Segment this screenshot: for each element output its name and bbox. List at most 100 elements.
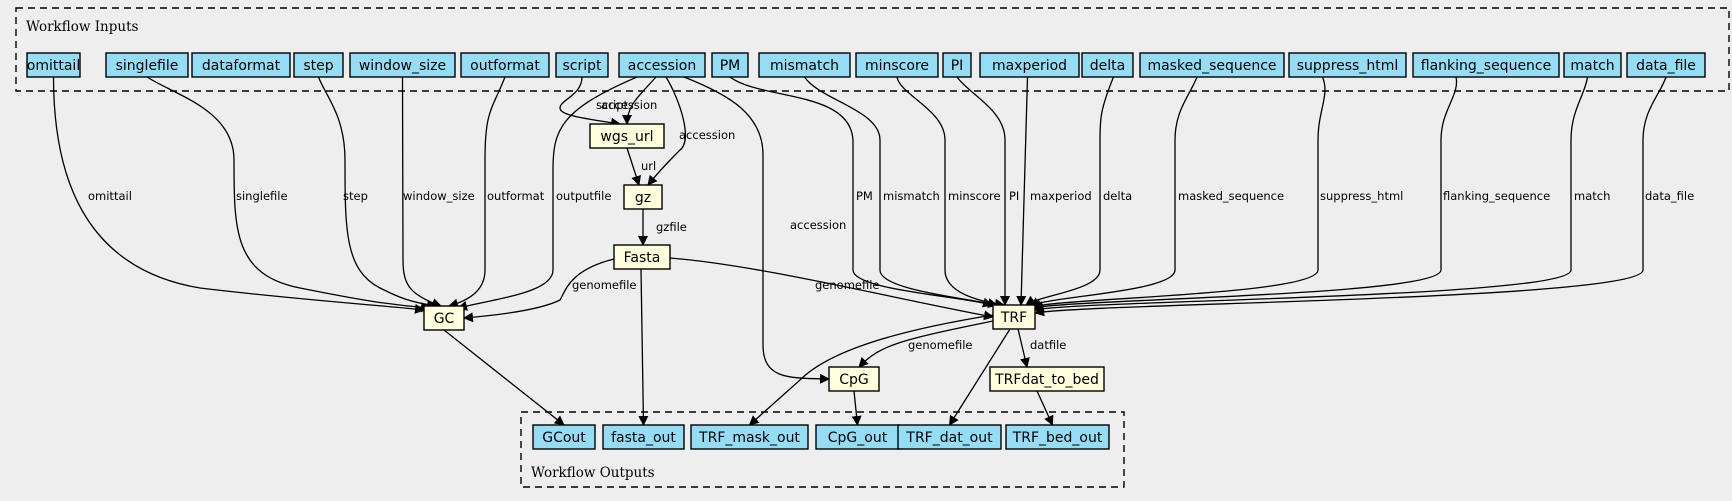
- script-label: script: [562, 58, 602, 74]
- delta-input-node[interactable]: delta: [1081, 52, 1134, 78]
- trfdat-to-bed-step-node[interactable]: TRFdat_to_bed: [989, 366, 1105, 392]
- omittail-input-node[interactable]: omittail: [26, 52, 81, 78]
- flanking-sequence-box: [1412, 52, 1560, 78]
- gz-step-node[interactable]: gz: [623, 184, 663, 210]
- workflow-inputs-group: Workflow Inputs: [15, 7, 1730, 92]
- edge-accession-cpg-label: accession: [790, 218, 846, 232]
- edge-genomefile-trf: [669, 257, 994, 321]
- edge-accession-cpg: [683, 76, 830, 384]
- edge-accession-wgs-line: [622, 76, 657, 125]
- trf-dat-out-output-node[interactable]: TRF_dat_out: [897, 424, 1002, 450]
- step-label: step: [303, 58, 333, 74]
- dataformat-input-node[interactable]: dataformat: [191, 52, 291, 78]
- pi-input-node[interactable]: PI: [942, 52, 972, 78]
- gz-box: [623, 184, 663, 210]
- accession-input-node[interactable]: accession: [618, 52, 706, 78]
- edge-flanking-sequence-line: [1033, 76, 1458, 311]
- cpg-out-label: CpG_out: [828, 430, 888, 446]
- match-input-node[interactable]: match: [1563, 52, 1622, 78]
- edge-maxperiod-label: maxperiod: [1030, 189, 1092, 203]
- edge-genomefile-gc: [463, 258, 615, 323]
- delta-box: [1081, 52, 1134, 78]
- cpg-step-node[interactable]: CpG: [828, 366, 880, 392]
- mismatch-input-node[interactable]: mismatch: [758, 52, 851, 78]
- edge-match-label: match: [1574, 189, 1610, 203]
- trfdat-to-bed-box: [989, 366, 1105, 392]
- step-input-node[interactable]: step: [293, 52, 344, 78]
- trf-mask-out-label: TRF_mask_out: [698, 430, 800, 446]
- edge-pm-line: [729, 76, 993, 308]
- edge-omittail: [52, 76, 425, 314]
- masked-sequence-input-node[interactable]: masked_sequence: [1139, 52, 1285, 78]
- accession-box: [618, 52, 706, 78]
- edge-match-line: [1034, 76, 1589, 313]
- edge-data-file-label: data_file: [1645, 189, 1694, 203]
- edge-outformat: [448, 76, 506, 309]
- edge-gc-to-gcout: [443, 329, 565, 426]
- edge-genomefile-cpg-label: genomefile: [908, 338, 973, 352]
- gc-label: GC: [434, 311, 455, 327]
- edge-genomefile-gc-line: [463, 258, 615, 323]
- maxperiod-input-node[interactable]: maxperiod: [979, 52, 1080, 78]
- script-input-node[interactable]: script: [555, 52, 609, 78]
- workflow-inputs-group-label: Workflow Inputs: [26, 19, 138, 35]
- trf-bed-out-box: [1005, 424, 1110, 450]
- fasta-step-node[interactable]: Fasta: [613, 244, 671, 270]
- masked-sequence-box: [1139, 52, 1285, 78]
- pi-box: [942, 52, 972, 78]
- edge-data-file: [1034, 76, 1667, 317]
- edge-datfile-line: [1017, 328, 1030, 368]
- edge-fasta-out-line: [638, 268, 649, 426]
- suppress-html-input-node[interactable]: suppress_html: [1288, 52, 1407, 78]
- pm-input-node[interactable]: PM: [711, 52, 749, 78]
- wgs-url-step-node[interactable]: wgs_url: [589, 123, 665, 149]
- singlefile-box: [105, 52, 189, 78]
- window-size-label: window_size: [359, 58, 446, 74]
- edge-datfile: [1017, 328, 1030, 368]
- outformat-input-node[interactable]: outformat: [460, 52, 550, 78]
- wgs-url-label: wgs_url: [600, 129, 653, 145]
- edge-minscore-label: minscore: [948, 189, 1001, 203]
- edge-accession-wgs-label: accession: [601, 98, 657, 112]
- maxperiod-box: [979, 52, 1080, 78]
- edge-minscore: [896, 76, 1005, 309]
- cpg-out-output-node[interactable]: CpG_out: [815, 424, 900, 450]
- edge-url: [626, 147, 641, 186]
- edge-match: [1034, 76, 1589, 313]
- trf-bed-out-output-node[interactable]: TRF_bed_out: [1005, 424, 1110, 450]
- edge-masked-sequence: [1029, 76, 1198, 307]
- edge-accession-gz-line: [647, 76, 687, 186]
- window-size-input-node[interactable]: window_size: [349, 52, 456, 78]
- cpg-box: [828, 366, 880, 392]
- gcout-output-node[interactable]: GCout: [532, 424, 596, 450]
- accession-label: accession: [628, 58, 697, 74]
- edge-omittail-label: omittail: [88, 189, 132, 203]
- trf-dat-out-box: [897, 424, 1002, 450]
- edge-trf-to-datout: [948, 328, 1011, 426]
- window-size-box: [349, 52, 456, 78]
- workflow-outputs-group-label: Workflow Outputs: [531, 465, 655, 481]
- data-file-input-node[interactable]: data_file: [1626, 52, 1706, 78]
- minscore-label: minscore: [865, 58, 929, 74]
- edge-bed-to-out-line: [1036, 390, 1054, 426]
- edge-pm: [729, 76, 993, 308]
- gc-step-node[interactable]: GC: [423, 305, 465, 331]
- edge-outformat-label: outformat: [487, 189, 545, 203]
- edge-trf-to-mask-line: [748, 314, 994, 426]
- flanking-sequence-input-node[interactable]: flanking_sequence: [1412, 52, 1560, 78]
- trf-mask-out-output-node[interactable]: TRF_mask_out: [690, 424, 809, 450]
- gcout-label: GCout: [542, 430, 586, 446]
- edge-accession-wgs: [622, 76, 657, 125]
- match-label: match: [1570, 58, 1614, 74]
- minscore-input-node[interactable]: minscore: [855, 52, 939, 78]
- fasta-out-output-node[interactable]: fasta_out: [602, 424, 685, 450]
- edge-omittail-line: [52, 76, 425, 314]
- singlefile-input-node[interactable]: singlefile: [105, 52, 189, 78]
- edge-script-label: script: [596, 98, 629, 112]
- flanking-sequence-label: flanking_sequence: [1421, 58, 1552, 74]
- edge-delta-line: [1025, 76, 1115, 306]
- trf-step-node[interactable]: TRF: [992, 304, 1036, 330]
- edge-masked-sequence-line: [1029, 76, 1198, 307]
- fasta-out-box: [602, 424, 685, 450]
